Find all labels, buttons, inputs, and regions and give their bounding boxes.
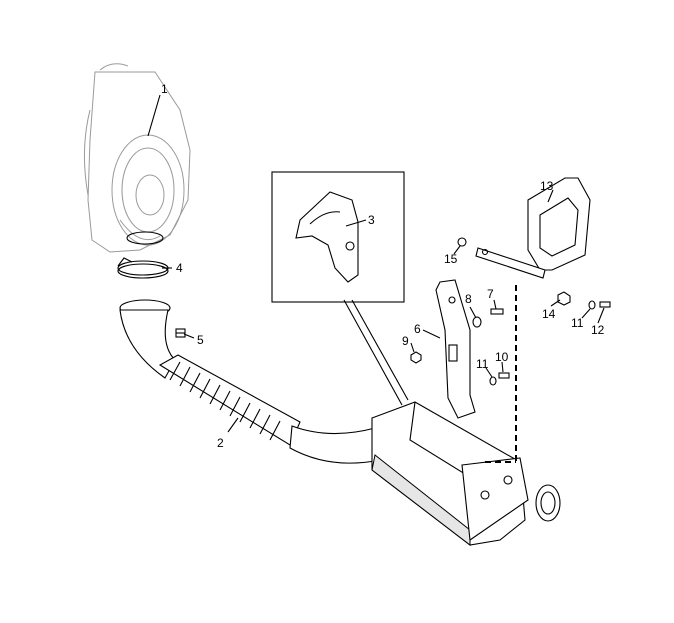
clamp (117, 257, 169, 279)
callout-6: 6 (414, 322, 421, 336)
fasteners (410, 237, 611, 386)
callout-2: 2 (217, 436, 224, 450)
callout-15: 15 (444, 252, 458, 266)
leader-lines (147, 94, 605, 433)
callout-10: 10 (495, 350, 509, 364)
detail-box (271, 171, 409, 406)
callout-13: 13 (540, 179, 554, 193)
callout-11-lower: 11 (476, 357, 489, 371)
callout-1: 1 (161, 82, 168, 96)
callout-12: 12 (591, 323, 605, 337)
callout-11-upper: 11 (571, 316, 584, 330)
flex-pipe (119, 299, 381, 464)
callout-4: 4 (176, 261, 183, 275)
support-bar (475, 247, 546, 279)
callout-3: 3 (368, 213, 375, 227)
callout-9: 9 (402, 334, 409, 348)
bracket-6 (435, 279, 476, 419)
callout-8: 8 (465, 292, 472, 306)
turbocharger-housing (83, 63, 191, 253)
callout-5: 5 (197, 333, 204, 347)
nut-5 (175, 328, 186, 338)
muffler (371, 401, 561, 547)
callout-7: 7 (487, 287, 494, 301)
callout-14: 14 (542, 307, 556, 321)
bracket-13 (527, 177, 591, 271)
